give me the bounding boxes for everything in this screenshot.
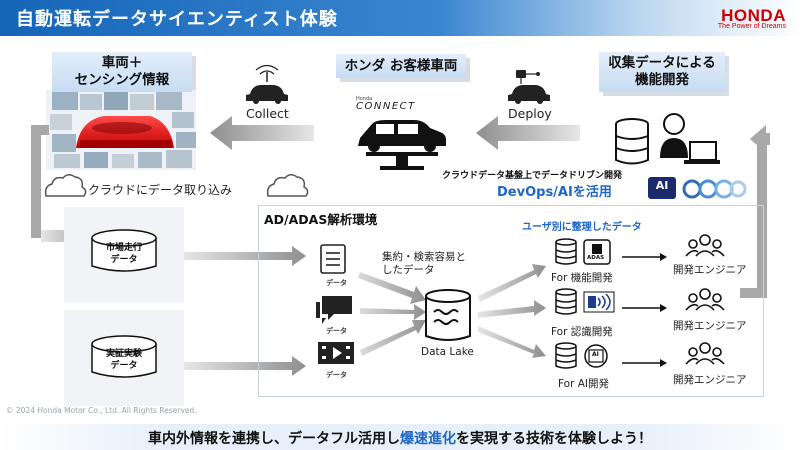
recognition-sensor-icon xyxy=(583,291,615,313)
engineer-group-icon xyxy=(685,288,725,311)
datalake-note: 集約・検索容易と したデータ xyxy=(382,251,466,277)
output-label-feature: For 機能開発 xyxy=(551,272,613,284)
organized-data-label: ユーザ別に整理したデータ xyxy=(522,222,642,233)
ai-chip-badge: AI xyxy=(592,351,599,358)
honda-logo: HONDA The Power of Dreams xyxy=(690,6,786,32)
page-title: 自動運転データサイエンティスト体験 xyxy=(16,9,338,30)
output-label-ai: For AI開発 xyxy=(558,378,610,390)
deploy-label: Deploy xyxy=(508,106,552,121)
deploy-icon xyxy=(508,70,550,104)
demo-to-analysis-arrow xyxy=(184,356,306,376)
datalake-cylinder xyxy=(425,289,471,341)
bottom-message-pre: 車内外情報を連携し、データフル活用し xyxy=(148,431,400,447)
to-engineer-arrows xyxy=(622,253,667,367)
output-cylinder-2 xyxy=(555,288,577,315)
output-label-recognition: For 認識開発 xyxy=(551,326,613,338)
ai-badge: AI xyxy=(655,179,669,192)
connect-brand-small: Honda xyxy=(356,96,373,102)
deploy-arrow xyxy=(476,116,580,150)
feature-dev-header: 収集データによる 機能開発 xyxy=(599,52,725,92)
vehicle-data-header-line2: センシング情報 xyxy=(74,72,170,88)
ingest-down-line xyxy=(31,130,41,238)
cloud-icon xyxy=(266,174,309,197)
title-bar xyxy=(0,0,800,36)
output-cylinder-1 xyxy=(555,238,577,265)
cloud-ingest-label: クラウドにデータ取り込み xyxy=(88,183,233,197)
devops-line2: DevOps/AIを活用 xyxy=(497,185,612,200)
engineer-label-2: 開発エンジニア xyxy=(673,320,747,332)
ai-logo-tile xyxy=(648,177,676,199)
devops-line1: クラウドデータ基盤上でデータドリブン開発 xyxy=(442,171,623,181)
datalake-note-line2: したデータ xyxy=(382,264,435,276)
market-to-analysis-arrow xyxy=(184,246,306,266)
bottom-band xyxy=(0,424,800,450)
datalake-note-line1: 集約・検索容易と xyxy=(382,251,466,263)
checklist-data-icon xyxy=(320,244,346,274)
datalake-label: Data Lake xyxy=(421,346,474,358)
customer-vehicle-header: ホンダ お客様車両 xyxy=(336,54,466,78)
database-cylinder xyxy=(91,229,157,272)
data-tag-video: データ xyxy=(326,371,347,379)
copyright: © 2024 Honda Motor Co., Ltd. All Rights … xyxy=(6,406,197,415)
bottom-message-post: を実現する技術を体験しよう！ xyxy=(456,431,652,447)
ai-chip-icon xyxy=(584,344,608,368)
video-data-icon xyxy=(318,342,354,364)
database-cylinder xyxy=(91,335,157,378)
cloud-icon xyxy=(44,174,87,197)
data-tag-checklist: データ xyxy=(326,279,347,287)
feature-dev-header-line2: 機能開発 xyxy=(635,72,689,88)
vehicle-data-header: 車両＋ センシング情報 xyxy=(52,52,192,92)
engineer-label-1: 開発エンジニア xyxy=(673,264,747,276)
engineer-group-icon xyxy=(685,342,725,365)
source-label-demo: 実証実験 データ xyxy=(92,348,156,372)
car-on-lift-icon xyxy=(358,120,446,170)
data-tag-chat: データ xyxy=(326,327,347,335)
sensor-image-collage xyxy=(46,90,196,170)
engineer-group-icon xyxy=(685,234,725,257)
engineer-label-3: 開発エンジニア xyxy=(673,374,747,386)
connect-brand: CONNECT xyxy=(356,101,416,112)
source-demo-line1: 実証実験 xyxy=(105,349,142,359)
output-cylinder-3 xyxy=(555,342,577,369)
source-market-line2: データ xyxy=(110,255,138,265)
logo-tagline: The Power of Dreams xyxy=(717,23,786,30)
analysis-environment-frame xyxy=(258,205,764,397)
database-engineer-icon xyxy=(615,113,720,165)
source-demo-line2: データ xyxy=(110,361,138,371)
logo-name: HONDA xyxy=(721,6,786,25)
adas-badge: ADAS xyxy=(587,255,605,261)
bottom-message-highlight: 爆速進化 xyxy=(400,431,456,447)
collect-arrow xyxy=(210,116,314,150)
feedback-up-line xyxy=(757,133,767,298)
collect-label: Collect xyxy=(246,106,289,121)
source-label-market: 市場走行 データ xyxy=(92,242,156,266)
bottom-message: 車内外情報を連携し、データフル活用し爆速進化を実現する技術を体験しよう！ xyxy=(0,428,800,448)
connected-car-icon xyxy=(246,64,288,104)
feature-dev-header-line1: 収集データによる xyxy=(608,55,716,71)
source-market-line1: 市場走行 xyxy=(105,243,142,253)
vehicle-data-header-line1: 車両＋ xyxy=(101,55,143,71)
network-logo-icon xyxy=(682,179,747,199)
analysis-title: AD/ADAS解析環境 xyxy=(264,212,378,227)
chat-data-icon xyxy=(316,296,352,324)
adas-car-icon xyxy=(583,239,611,265)
